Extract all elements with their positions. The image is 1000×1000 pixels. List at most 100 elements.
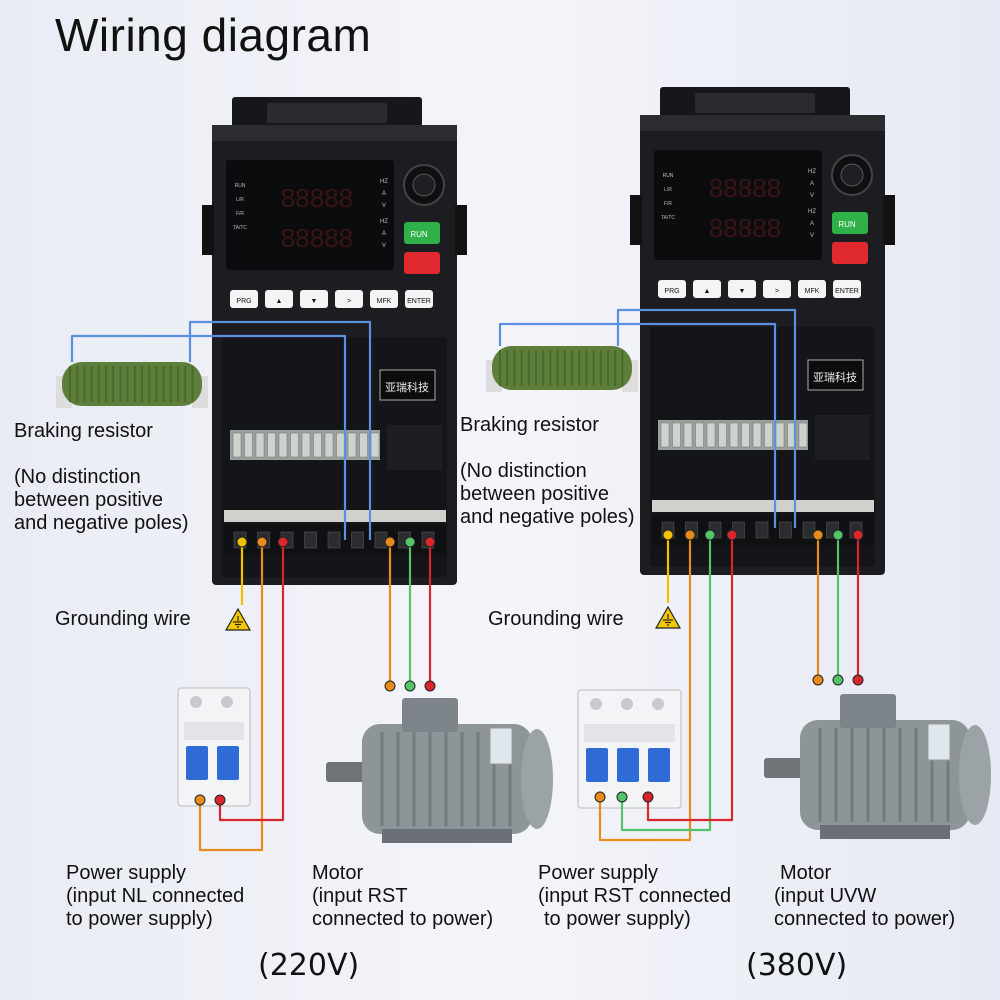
unit-label: V	[382, 203, 386, 209]
control-terminal-screw	[706, 422, 716, 448]
terminal-dot-w-380v	[852, 529, 864, 541]
control-terminal-screw	[660, 422, 670, 448]
power-terminal-screw	[802, 521, 816, 539]
display-panel	[654, 150, 822, 260]
keypad-key	[335, 290, 363, 308]
brake-wire-blue-b-220v	[188, 320, 372, 540]
keypad-key	[798, 280, 826, 298]
resistor-body	[492, 346, 632, 390]
terminal-dot-u-220v	[384, 536, 396, 548]
motor-label-220v-line2: (input RST	[312, 885, 408, 907]
control-terminal-screw	[775, 422, 785, 448]
keypad-key	[300, 290, 328, 308]
keypad-key-label: ▼	[311, 298, 318, 305]
breaker-top-screw	[590, 698, 602, 710]
stop-button	[832, 242, 868, 264]
motor-base	[820, 825, 950, 839]
breaker-top-screw	[221, 696, 233, 708]
supply-wire-t-380v	[646, 538, 734, 822]
control-terminal-screw	[370, 432, 380, 458]
control-terminal-screw	[347, 432, 357, 458]
breaker-dot-t-380v	[642, 791, 654, 803]
breaker-dot-n-220v	[194, 794, 206, 806]
brand-label: 亚瑞科技	[813, 370, 857, 384]
power-terminal-screw	[779, 521, 792, 539]
brand-plate	[379, 369, 436, 401]
unit-label: HZ	[808, 169, 816, 175]
breaker-toggle	[617, 748, 639, 782]
indicator-label: RUN	[663, 173, 674, 179]
control-terminal-screw	[741, 422, 750, 448]
motor-terminal-box	[840, 694, 896, 728]
keypad-key-label: ▲	[276, 298, 283, 305]
unit-label: HZ	[808, 209, 816, 215]
inverter-380v: RUNL/RF/RTA/TC8888888888HZAVHZAVRUNPRG▲▼…	[630, 87, 895, 575]
terminal-dot-t-380v	[726, 529, 738, 541]
ground-warning-icon-220v	[224, 607, 252, 631]
motor-dot-u-380v	[812, 674, 824, 686]
resistor-body	[62, 362, 202, 406]
motor-label-380v-line3: connected to power)	[774, 908, 956, 930]
power-terminal-label-strip	[652, 500, 874, 512]
indicator-label: L/R	[664, 187, 672, 193]
keypad-key-label: PRG	[664, 288, 679, 295]
led-display-top: 88888	[709, 173, 781, 203]
breaker-label-plate	[584, 724, 675, 742]
supply-wire-r-380v	[598, 538, 692, 842]
control-terminal-screw	[683, 422, 693, 448]
led-display-top: 88888	[281, 183, 353, 213]
polarity-note-380v-line2: between positive	[460, 483, 609, 505]
terminal-dot-s-380v	[704, 529, 716, 541]
led-display-bottom: 88888	[709, 213, 781, 243]
brake-wire-blue-a-380v	[498, 322, 777, 528]
mount-tab-left	[630, 195, 642, 245]
fan-grille	[695, 93, 815, 113]
mount-tab-right	[455, 205, 467, 255]
power-terminal-screw	[304, 531, 317, 549]
polarity-note-220v-line1: (No distinction	[14, 466, 141, 488]
motor-380v	[764, 694, 991, 839]
terminal-dot-pe-380v	[662, 529, 674, 541]
motor-label-220v-line1: Motor	[312, 862, 364, 884]
relay-block	[387, 425, 442, 470]
page-title: Wiring diagram	[55, 9, 372, 61]
control-terminal-screw	[695, 422, 704, 448]
breaker-top-screw	[621, 698, 633, 710]
motor-220v	[326, 698, 553, 843]
grounding-wire-label-220v: Grounding wire	[55, 608, 191, 630]
power-terminal-screw	[327, 531, 341, 549]
brake-wire-blue-a-220v	[70, 334, 347, 540]
terminal-dot-n-220v	[256, 536, 268, 548]
keypad-key-label: ▲	[704, 288, 711, 295]
terminal-dot-v-380v	[832, 529, 844, 541]
led-display-bottom: 88888	[281, 223, 353, 253]
keypad-key	[728, 280, 756, 298]
polarity-note-380v-line1: (No distinction	[460, 460, 587, 482]
motor-shaft	[764, 758, 804, 778]
unit-label: A	[810, 221, 814, 227]
control-terminal-screw	[359, 432, 368, 458]
terminal-dot-u-380v	[812, 529, 824, 541]
keypad-key-label: >	[347, 298, 351, 305]
power-supply-label-380v-line1: Power supply	[538, 862, 659, 884]
control-terminal-screw	[672, 422, 681, 448]
polarity-note-380v-line3: and negative poles)	[460, 506, 635, 528]
power-terminal-screw	[351, 531, 364, 549]
breaker-toggle	[217, 746, 239, 780]
supply-wire-n-220v	[198, 545, 264, 852]
control-knob-cap	[412, 173, 436, 197]
unit-label: V	[810, 193, 814, 199]
keypad-key	[693, 280, 721, 298]
control-terminal-screw	[718, 422, 727, 448]
motor-nameplate	[927, 723, 951, 761]
breaker-label-plate	[184, 722, 244, 740]
motor-label-380v-line2: (input UVW	[774, 885, 877, 907]
motor-dot-u-220v	[384, 680, 396, 692]
polarity-note-220v-line3: and negative poles)	[14, 512, 189, 534]
keypad-key-label: ▼	[739, 288, 746, 295]
control-terminal-screw	[336, 432, 345, 458]
control-terminal-screw	[244, 432, 253, 458]
indicator-label: TA/TC	[661, 215, 675, 221]
indicator-label: F/R	[664, 201, 672, 207]
unit-label: V	[810, 233, 814, 239]
